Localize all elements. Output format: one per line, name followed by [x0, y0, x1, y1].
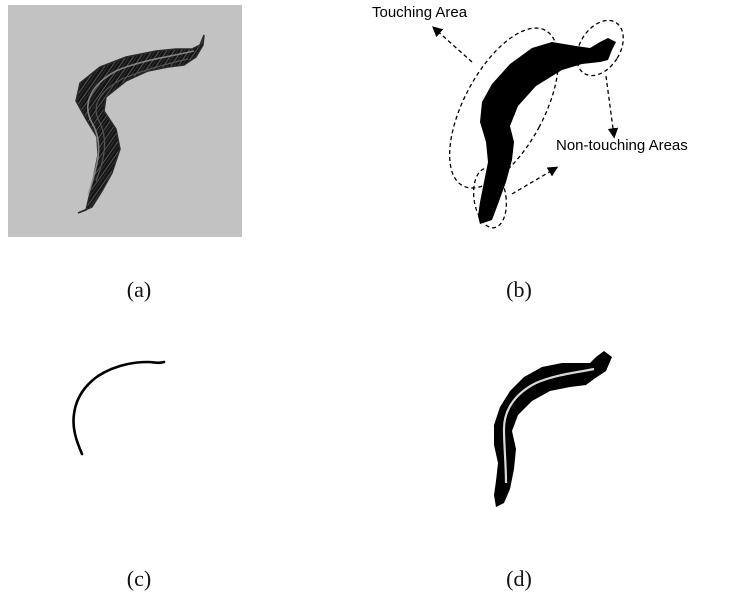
caption-d: (d) [489, 566, 549, 592]
non-touching-area-arrow-bottom [512, 168, 556, 194]
non-touching-areas-label: Non-touching Areas [556, 137, 688, 154]
worm-shape-binary-with-skeleton [494, 351, 612, 507]
touching-area-label: Touching Area [372, 4, 467, 21]
panel-d-image [470, 345, 630, 515]
caption-a: (a) [109, 277, 169, 303]
panel-a-image [8, 5, 242, 237]
caption-b: (b) [489, 277, 549, 303]
panel-a-svg [8, 5, 242, 237]
annotation-arrows-svg [400, 0, 733, 260]
panel-d-svg [470, 345, 630, 515]
caption-c: (c) [109, 566, 169, 592]
panel-c-image [36, 350, 216, 470]
non-touching-area-arrow-top [606, 76, 614, 136]
touching-area-arrow [434, 28, 472, 62]
panel-c-svg [36, 350, 216, 470]
skeleton-curve [73, 362, 164, 454]
panel-a-background [8, 5, 242, 237]
panel-b-arrows [400, 0, 733, 260]
